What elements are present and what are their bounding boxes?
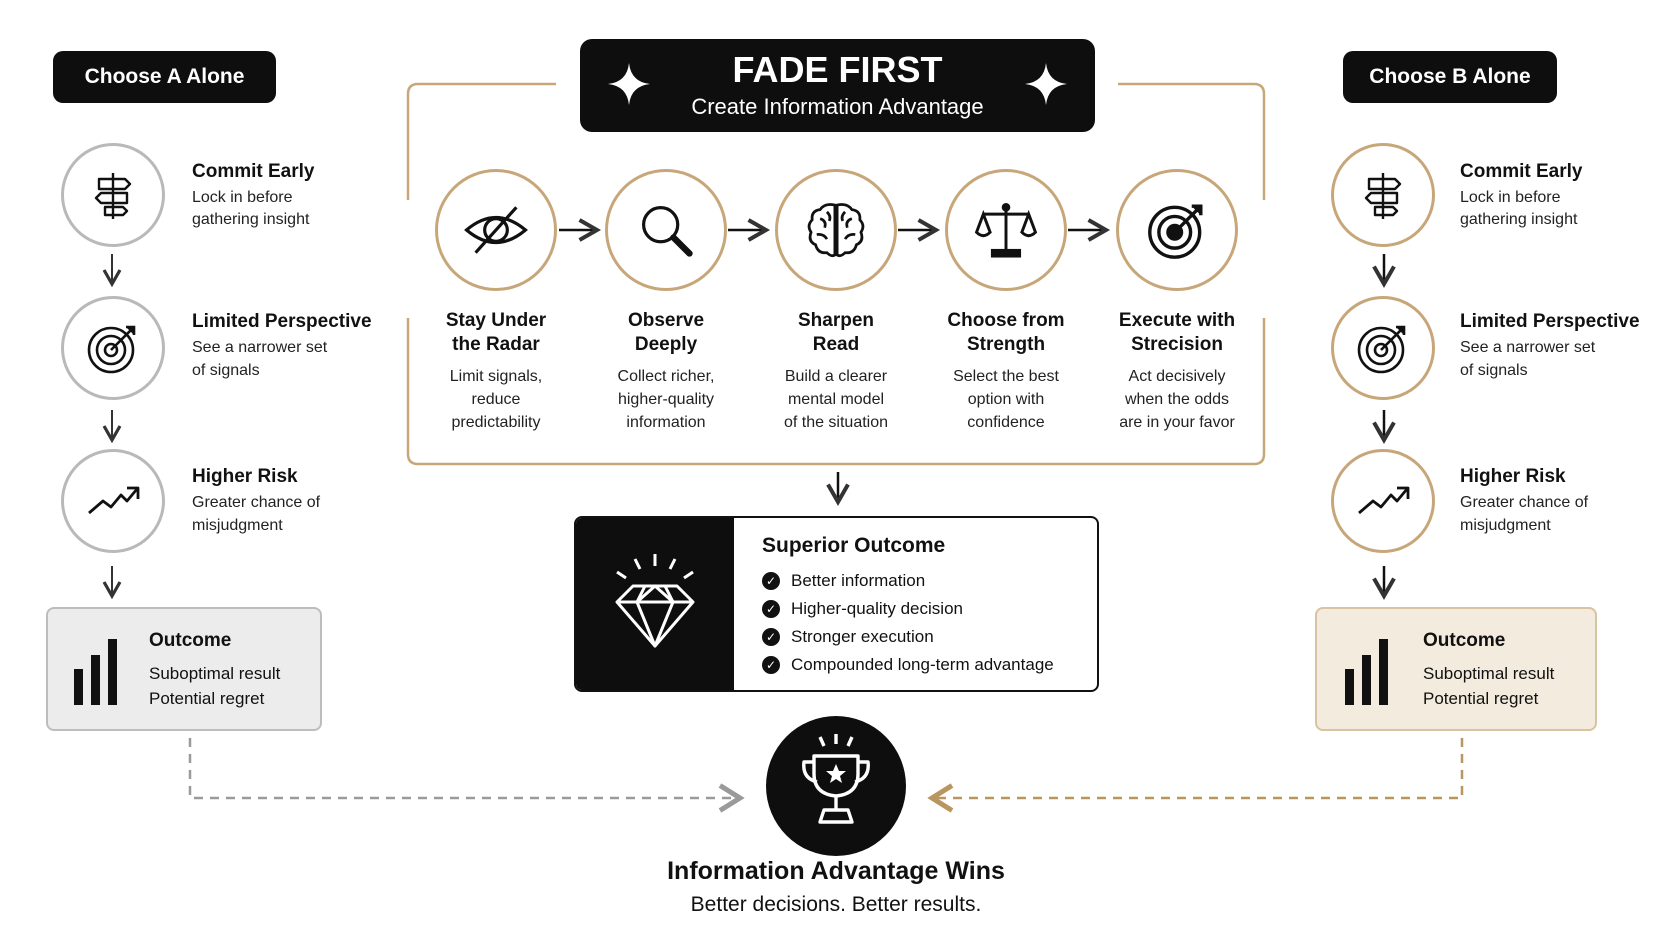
left-step1-line1: Lock in before: [192, 189, 293, 206]
left-outcome-line1: Suboptimal result: [149, 664, 281, 683]
flow4-desc2: option with: [967, 391, 1045, 408]
left-step2-title: Limited Perspective: [192, 311, 372, 332]
scales-icon: [945, 169, 1067, 291]
superior-item: ✓ Better information: [762, 571, 925, 591]
right-outcome-box: Outcome Suboptimal result Potential regr…: [1315, 607, 1597, 731]
eye-slash-icon: [435, 169, 557, 291]
flow4-title1: Choose from: [947, 310, 1065, 331]
flow2-title1: Observe: [627, 310, 705, 331]
flow2-desc2: higher-quality: [617, 391, 715, 408]
magnifier-icon: [605, 169, 727, 291]
header-title: FADE FIRST: [732, 49, 943, 90]
bar-chart-icon: [1345, 639, 1388, 705]
left-step1-line2: gathering insight: [192, 211, 310, 228]
superior-item-text: Stronger execution: [791, 627, 934, 646]
brain-icon: [775, 169, 897, 291]
flow1-desc3: predictability: [451, 414, 541, 431]
left-step2-line2: of signals: [192, 362, 260, 379]
flow5-desc1: Act decisively: [1128, 368, 1226, 385]
trend-up-icon: [1331, 449, 1435, 553]
flow5-title1: Execute with: [1118, 310, 1236, 331]
target-icon: [61, 296, 165, 400]
flow3-desc3: of the situation: [783, 414, 889, 431]
superior-item: ✓ Higher-quality decision: [762, 599, 963, 619]
flow4-desc1: Select the best: [953, 368, 1059, 385]
sparkle-icon: [608, 63, 650, 105]
check-icon: ✓: [762, 600, 780, 618]
left-step3-line1: Greater chance of: [192, 494, 321, 511]
flow5-desc2: when the odds: [1124, 391, 1230, 408]
flow2-title2: Deeply: [634, 334, 698, 355]
right-outcome-line1: Suboptimal result: [1423, 664, 1555, 683]
bullseye-icon: [1116, 169, 1238, 291]
right-step2-line1: See a narrower set: [1460, 339, 1596, 356]
flow1-title1: Stay Under: [445, 310, 547, 331]
check-icon: ✓: [762, 572, 780, 590]
right-step1-title: Commit Early: [1460, 161, 1583, 182]
left-outcome-box: Outcome Suboptimal result Potential regr…: [46, 607, 322, 731]
flow4-desc3: confidence: [967, 414, 1045, 431]
final-subtitle: Better decisions. Better results.: [690, 893, 982, 916]
superior-item-text: Better information: [791, 571, 926, 590]
flow3-title1: Sharpen: [797, 310, 875, 331]
signpost-icon: [1331, 143, 1435, 247]
superior-item-text: Compounded long-term advantage: [791, 655, 1054, 674]
bar-chart-icon: [74, 639, 117, 705]
sparkle-icon: [1025, 63, 1067, 105]
trend-up-icon: [61, 449, 165, 553]
superior-outcome-box: Superior Outcome ✓ Better information ✓ …: [574, 516, 1099, 692]
right-outcome-title: Outcome: [1423, 630, 1506, 651]
flow3-desc2: mental model: [787, 391, 885, 408]
final-title: Information Advantage Wins: [667, 857, 1005, 885]
check-icon: ✓: [762, 656, 780, 674]
right-step2-line2: of signals: [1460, 362, 1528, 379]
left-step3-line2: misjudgment: [192, 517, 283, 534]
superior-item: ✓ Stronger execution: [762, 627, 934, 647]
flow1-title2: the Radar: [452, 334, 540, 355]
flow1-desc2: reduce: [471, 391, 521, 408]
right-step3-line1: Greater chance of: [1460, 494, 1589, 511]
target-icon: [1331, 296, 1435, 400]
check-icon: ✓: [762, 628, 780, 646]
right-step3-title: Higher Risk: [1460, 466, 1566, 487]
left-outcome-title: Outcome: [149, 630, 232, 651]
left-step1-title: Commit Early: [192, 161, 315, 182]
choose-b-label: Choose B Alone: [1343, 51, 1557, 103]
right-step3-line2: misjudgment: [1460, 517, 1551, 534]
flow1-desc1: Limit signals,: [449, 368, 543, 385]
left-step2-line1: See a narrower set: [192, 339, 328, 356]
header-subtitle: Create Information Advantage: [691, 94, 984, 119]
choose-a-label: Choose A Alone: [53, 51, 276, 103]
right-step1-line2: gathering insight: [1460, 211, 1578, 228]
left-outcome-line2: Potential regret: [149, 689, 265, 708]
flow3-desc1: Build a clearer: [784, 368, 888, 385]
signpost-icon: [61, 143, 165, 247]
right-step1-line1: Lock in before: [1460, 189, 1561, 206]
diamond-icon: [615, 554, 695, 648]
superior-item: ✓ Compounded long-term advantage: [762, 655, 1054, 675]
flow2-desc1: Collect richer,: [617, 368, 715, 385]
flow4-title2: Strength: [966, 334, 1046, 355]
flow3-title2: Read: [812, 334, 860, 355]
flow5-title2: Strecision: [1131, 334, 1223, 355]
left-step3-title: Higher Risk: [192, 466, 298, 487]
flow5-desc3: are in your favor: [1119, 414, 1235, 431]
right-outcome-line2: Potential regret: [1423, 689, 1539, 708]
right-step2-title: Limited Perspective: [1460, 311, 1640, 332]
flow2-desc3: information: [626, 414, 706, 431]
superior-title: Superior Outcome: [762, 534, 946, 557]
trophy-icon: [766, 716, 906, 856]
superior-item-text: Higher-quality decision: [791, 599, 963, 618]
superior-icon-panel: [576, 518, 734, 690]
fade-first-header: FADE FIRST Create Information Advantage: [580, 39, 1095, 132]
